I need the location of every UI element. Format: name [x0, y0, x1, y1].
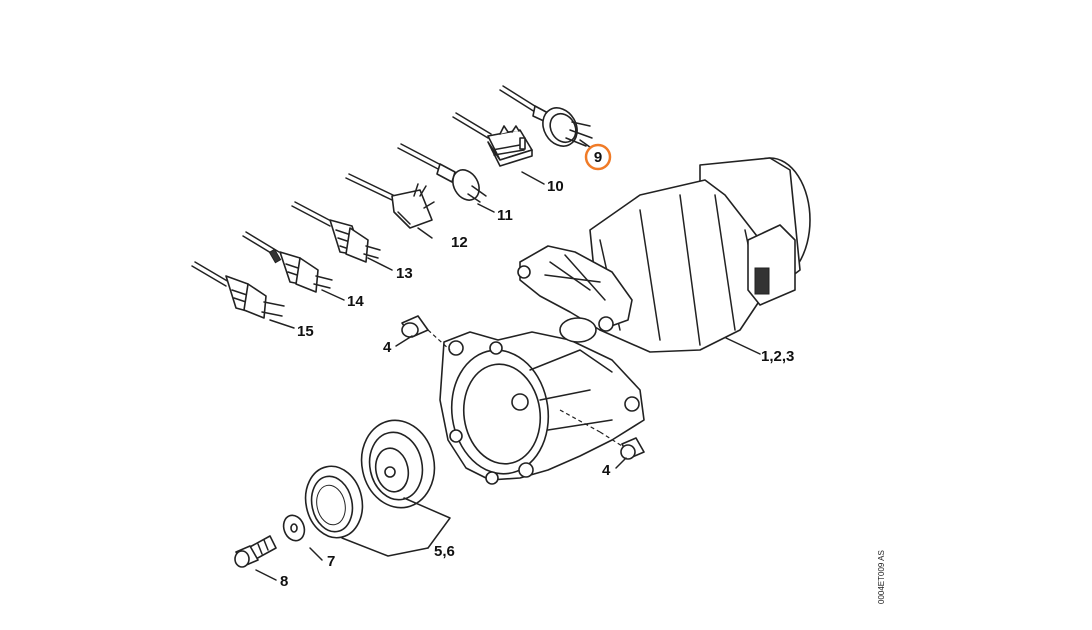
label-screw[interactable]: 8: [280, 573, 288, 590]
label-plug-12[interactable]: 12: [451, 234, 468, 251]
label-plug-15[interactable]: 15: [297, 323, 314, 340]
label-washer[interactable]: 7: [327, 553, 335, 570]
bearing-housing[interactable]: [354, 413, 443, 514]
dowel-pin-bottom[interactable]: [559, 409, 645, 460]
highlight-ring-9: [584, 143, 612, 171]
label-plug-14[interactable]: 14: [347, 293, 364, 310]
label-plug-11[interactable]: 11: [497, 207, 513, 224]
screw[interactable]: [234, 535, 277, 568]
leader-lines: [255, 139, 761, 581]
label-motor[interactable]: 1,2,3: [761, 348, 794, 365]
plug-12[interactable]: [345, 173, 435, 229]
label-plug-9[interactable]: 9: [594, 149, 602, 166]
label-bearing-parts[interactable]: 5,6: [434, 543, 455, 560]
label-dowel-top[interactable]: 4: [383, 339, 392, 356]
plug-9[interactable]: [499, 85, 593, 152]
drawing-code: 0004ET009 AS: [877, 550, 886, 604]
plug-15[interactable]: [191, 261, 285, 319]
label-plug-10[interactable]: 10: [547, 178, 564, 195]
bearing-ring[interactable]: [299, 461, 369, 543]
motor-assembly[interactable]: [589, 157, 811, 353]
plug-10[interactable]: [452, 112, 533, 167]
washer[interactable]: [280, 512, 308, 543]
label-plug-13[interactable]: 13: [396, 265, 413, 282]
plug-13[interactable]: [291, 201, 381, 263]
gear-housing[interactable]: [439, 245, 645, 485]
plug-14[interactable]: [242, 231, 333, 293]
dowel-pin-top[interactable]: [401, 315, 451, 351]
plug-11[interactable]: [397, 143, 487, 205]
label-dowel-bottom[interactable]: 4: [602, 462, 611, 479]
